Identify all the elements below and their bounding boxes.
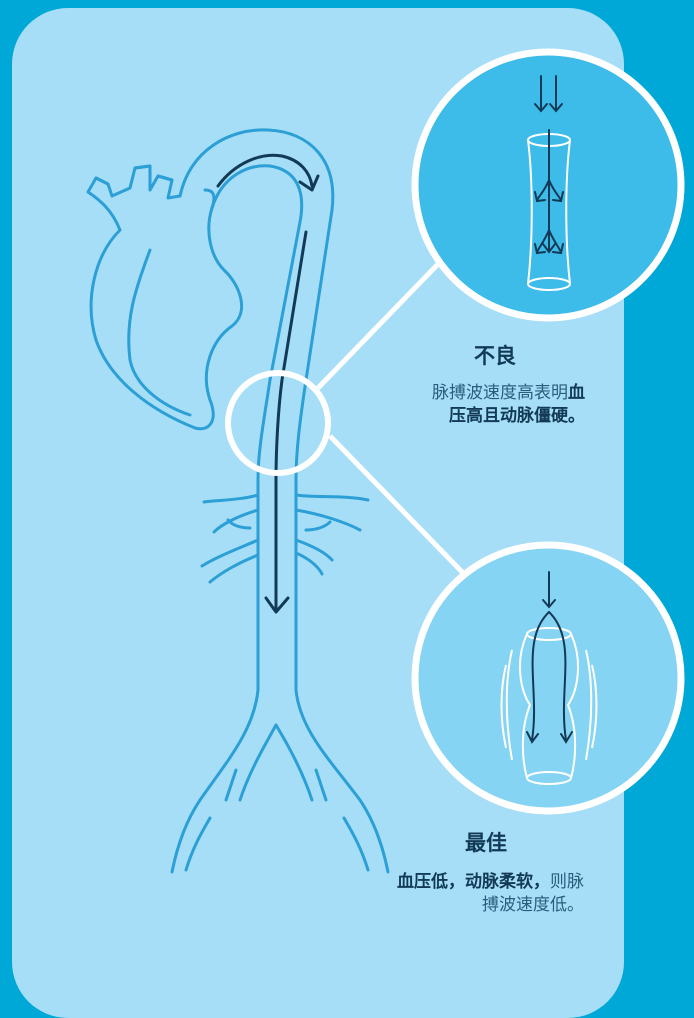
bad-title: 不良 (405, 340, 585, 370)
bad-desc-plain: 脉搏波速度高表明 (432, 383, 568, 403)
good-desc-plain-2: 搏波速度低。 (482, 895, 584, 915)
bad-description: 脉搏波速度高表明血 压高且动脉僵硬。 (405, 382, 585, 428)
stiff-artery-detail (415, 52, 681, 318)
good-title: 最佳 (368, 827, 584, 857)
bad-desc-bold-2: 压高且动脉僵硬。 (449, 406, 585, 426)
good-description: 血压低，动脉柔软，则脉 搏波速度低。 (368, 871, 584, 917)
good-desc-bold: 血压低，动脉柔软， (397, 872, 550, 892)
elastic-artery-label: 最佳 血压低，动脉柔软，则脉 搏波速度低。 (368, 827, 584, 917)
good-desc-plain-1: 则脉 (550, 872, 584, 892)
aorta-illustration (172, 130, 388, 872)
stiff-artery-label: 不良 脉搏波速度高表明血 压高且动脉僵硬。 (405, 340, 585, 428)
elastic-artery-detail (415, 545, 681, 811)
connector-line-good (330, 436, 465, 575)
heart-illustration (88, 166, 242, 429)
bad-desc-bold-1: 血 (568, 383, 585, 403)
